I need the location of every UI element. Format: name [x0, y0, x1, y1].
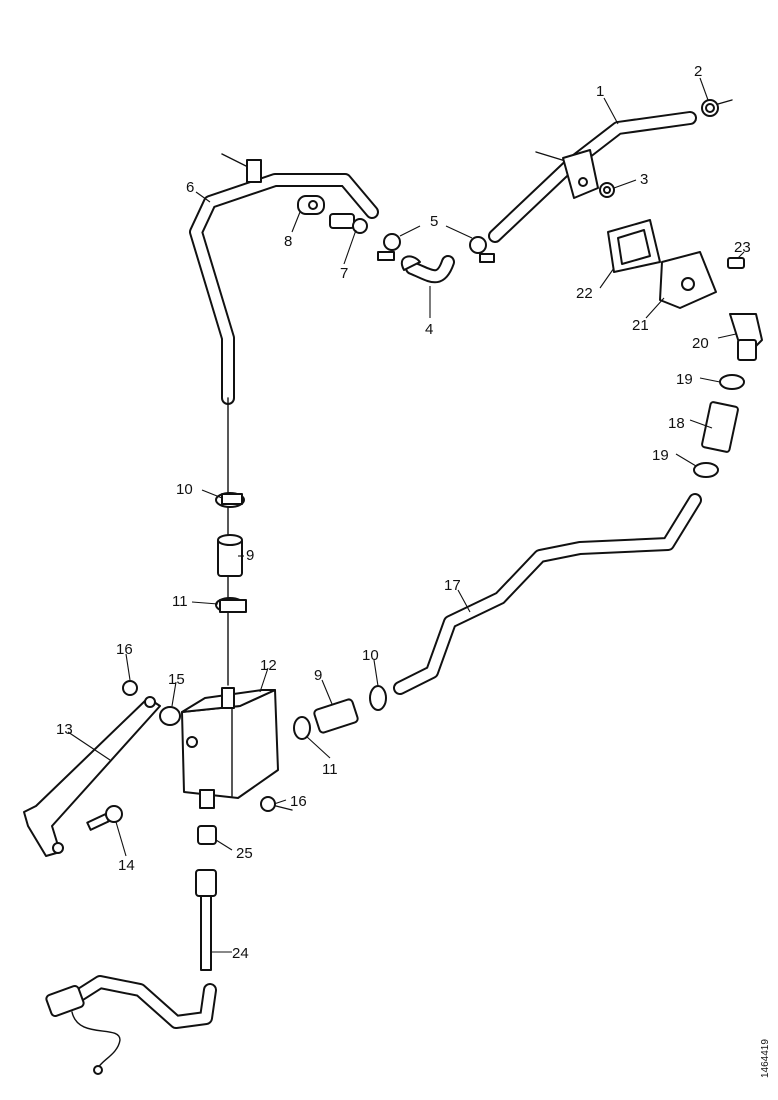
callout-10-upper: 10 [176, 481, 193, 498]
callout-6: 6 [186, 179, 194, 196]
nut-part-3 [599, 182, 615, 198]
callout-11-upper: 11 [172, 593, 188, 610]
callout-16-upper: 16 [116, 641, 133, 658]
connector-part-9-upper [217, 534, 243, 577]
hose-clamp-part-10-upper [215, 492, 245, 508]
callout-2: 2 [694, 63, 702, 80]
hose-clamp-part-10-lower [369, 685, 387, 711]
nut-part-16-upper [122, 680, 138, 696]
callout-5: 5 [430, 213, 438, 230]
callout-8: 8 [284, 233, 292, 250]
callout-21: 21 [632, 317, 649, 334]
hose-clamp-part-11-lower [293, 716, 311, 740]
callout-3: 3 [640, 171, 648, 188]
pipe-part-24 [195, 869, 217, 971]
callout-19-upper: 19 [676, 371, 693, 388]
callout-25: 25 [236, 845, 253, 862]
hose-part-18 [701, 401, 739, 453]
callout-19-lower: 19 [652, 447, 669, 464]
callout-24: 24 [232, 945, 249, 962]
bracket-part-13 [23, 696, 161, 857]
hose-clamp-part-2 [701, 99, 733, 117]
callout-10-lower: 10 [362, 647, 379, 664]
connector-part-9-lower [313, 698, 359, 734]
callout-16-lower: 16 [290, 793, 307, 810]
callout-12: 12 [260, 657, 277, 674]
screw-part-23 [727, 257, 745, 269]
callout-15: 15 [168, 671, 185, 688]
hose-clamp-part-5-right [469, 236, 495, 263]
callout-20: 20 [692, 335, 709, 352]
hose-clamp-part-19-lower [693, 462, 719, 478]
hose-clamp-part-11-upper [215, 597, 247, 613]
figure-reference-code: 1464419 [760, 1039, 771, 1078]
callout-22: 22 [576, 285, 593, 302]
leader-lines [67, 77, 745, 953]
hose-clamp-part-5-left [377, 233, 401, 261]
callout-18: 18 [668, 415, 685, 432]
callout-1: 1 [596, 83, 604, 100]
callout-4: 4 [425, 321, 433, 338]
hose-clamp-part-19-upper [719, 374, 745, 390]
hose-clamp-part-15 [159, 706, 181, 726]
heater-unit-part-12 [181, 687, 279, 809]
elbow-part-20 [729, 313, 763, 361]
hose-part-1 [488, 111, 697, 243]
callout-7: 7 [340, 265, 348, 282]
bolt-part-14 [86, 805, 123, 831]
hose-part-8 [297, 195, 325, 215]
hose-clamp-part-7 [329, 213, 368, 234]
callout-13: 13 [56, 721, 73, 738]
callout-23: 23 [734, 239, 751, 256]
nut-part-16-lower [260, 796, 293, 812]
gasket-part-22 [607, 219, 661, 273]
connector-part-25 [197, 825, 217, 845]
callout-9-upper: 9 [246, 547, 254, 564]
callout-11-lower: 11 [322, 761, 338, 778]
callout-17: 17 [444, 577, 461, 594]
flange-part-21 [659, 251, 717, 309]
elbow-hose-part-4 [401, 255, 455, 284]
callout-9-lower: 9 [314, 667, 322, 684]
wiring-harness [45, 975, 217, 1075]
hose-part-17 [393, 493, 702, 695]
callout-14: 14 [118, 857, 135, 874]
